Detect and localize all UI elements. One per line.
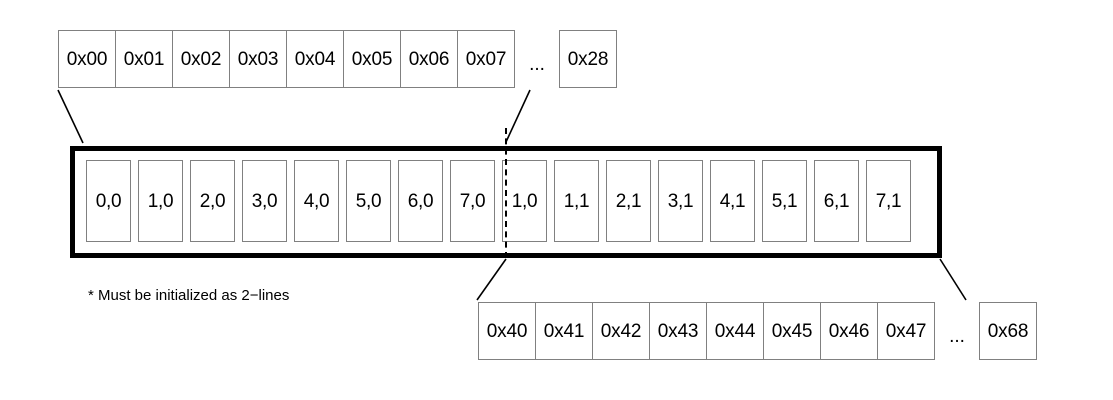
- cache-cell: 1,0: [502, 160, 547, 242]
- leader-top-left: [57, 89, 84, 144]
- cache-cell: 4,0: [294, 160, 339, 242]
- address-cell: 0x46: [820, 302, 878, 360]
- cache-cell: 7,1: [866, 160, 911, 242]
- bottom-address-group: 0x40 0x41 0x42 0x43 0x44 0x45 0x46 0x47: [478, 302, 935, 360]
- address-cell: 0x41: [535, 302, 593, 360]
- cache-cell: 6,1: [814, 160, 859, 242]
- cache-cell: 5,0: [346, 160, 391, 242]
- address-cell: 0x03: [229, 30, 287, 88]
- address-cell: 0x04: [286, 30, 344, 88]
- bottom-address-row: 0x40 0x41 0x42 0x43 0x44 0x45 0x46 0x47 …: [478, 302, 1037, 360]
- leader-top-right: [505, 89, 531, 143]
- cache-cell: 3,0: [242, 160, 287, 242]
- address-ellipsis: ...: [949, 326, 965, 347]
- cache-cell: 3,1: [658, 160, 703, 242]
- cache-cell: 2,1: [606, 160, 651, 242]
- address-ellipsis: ...: [529, 54, 545, 75]
- cache-cell: 1,0: [138, 160, 183, 242]
- address-cell: 0x43: [649, 302, 707, 360]
- top-address-row: 0x00 0x01 0x02 0x03 0x04 0x05 0x06 0x07 …: [58, 30, 617, 88]
- footnote-text: * Must be initialized as 2−lines: [88, 287, 290, 304]
- leader-bottom-right: [939, 258, 967, 301]
- address-cell-tail: 0x68: [979, 302, 1037, 360]
- address-cell: 0x01: [115, 30, 173, 88]
- address-cell: 0x45: [763, 302, 821, 360]
- address-cell: 0x47: [877, 302, 935, 360]
- cache-cell: 0,0: [86, 160, 131, 242]
- address-cell: 0x07: [457, 30, 515, 88]
- cache-line-divider: [505, 128, 507, 258]
- cache-cell: 2,0: [190, 160, 235, 242]
- address-cell: 0x02: [172, 30, 230, 88]
- address-cell: 0x05: [343, 30, 401, 88]
- address-cell: 0x40: [478, 302, 536, 360]
- cache-cell: 6,0: [398, 160, 443, 242]
- address-cell: 0x44: [706, 302, 764, 360]
- top-address-group: 0x00 0x01 0x02 0x03 0x04 0x05 0x06 0x07: [58, 30, 515, 88]
- address-cell: 0x42: [592, 302, 650, 360]
- cache-cell: 5,1: [762, 160, 807, 242]
- cache-cell-list: 0,0 1,0 2,0 3,0 4,0 5,0 6,0 7,0 1,0 1,1 …: [86, 160, 911, 242]
- leader-bottom-left: [476, 258, 507, 301]
- address-cell-tail: 0x28: [559, 30, 617, 88]
- address-cell: 0x00: [58, 30, 116, 88]
- address-cell: 0x06: [400, 30, 458, 88]
- cache-cell: 4,1: [710, 160, 755, 242]
- cache-cell: 1,1: [554, 160, 599, 242]
- cache-cell: 7,0: [450, 160, 495, 242]
